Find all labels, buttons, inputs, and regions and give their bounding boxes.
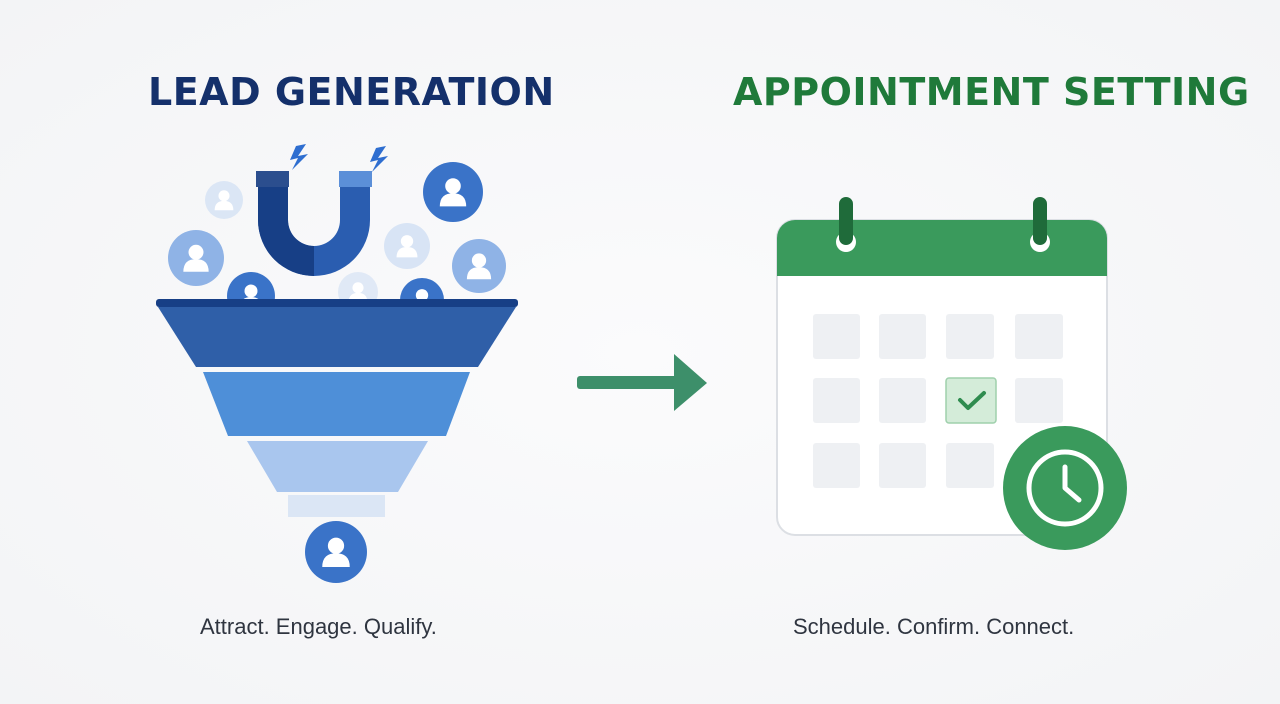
appointment-setting-tagline: Schedule. Confirm. Connect. xyxy=(793,614,1075,639)
lead-generation-tagline: Attract. Engage. Qualify. xyxy=(200,614,437,639)
calendar-icon xyxy=(776,197,1108,536)
person-icon xyxy=(384,223,430,269)
checkmark-icon xyxy=(945,377,997,424)
person-icon xyxy=(452,239,506,293)
magnet-icon xyxy=(256,144,388,276)
person-icon xyxy=(205,181,243,219)
funnel-icon xyxy=(156,299,518,517)
person-icon xyxy=(423,162,483,222)
clock-icon xyxy=(1003,426,1127,550)
arrow-right-icon xyxy=(577,354,707,411)
appointment-setting-title: APPOINTMENT SETTING xyxy=(733,70,1250,114)
calendar-grid xyxy=(813,314,1063,488)
lead-generation-title: LEAD GENERATION xyxy=(148,70,555,114)
person-icon xyxy=(305,521,367,583)
person-icon xyxy=(168,230,224,286)
